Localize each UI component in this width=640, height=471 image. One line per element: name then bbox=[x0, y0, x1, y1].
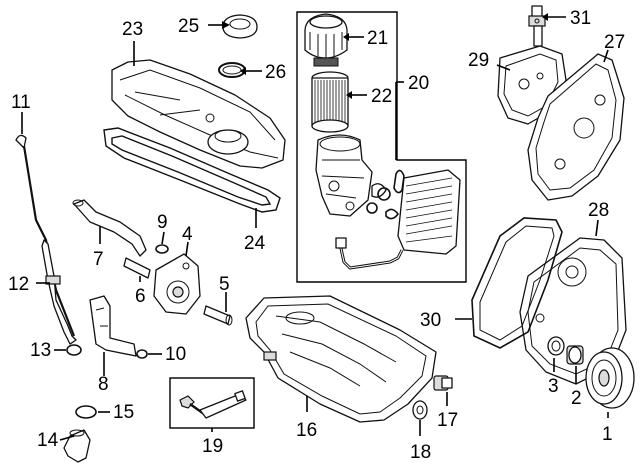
callout-8: 8 bbox=[98, 374, 109, 395]
valve-cover bbox=[111, 59, 286, 169]
callout-2: 2 bbox=[571, 388, 582, 409]
callout-26: 26 bbox=[265, 62, 286, 83]
callout-20: 20 bbox=[408, 73, 429, 94]
callout-27: 27 bbox=[604, 32, 625, 53]
callout-18: 18 bbox=[410, 442, 431, 463]
callout-23: 23 bbox=[122, 19, 143, 40]
tube-o-ring bbox=[66, 344, 82, 356]
callout-12: 12 bbox=[8, 274, 29, 295]
cap-seal-ring bbox=[218, 62, 246, 78]
callout-25: 25 bbox=[178, 16, 199, 37]
oil-pressure-tube bbox=[72, 199, 147, 257]
pump-sleeve bbox=[123, 257, 151, 279]
crank-sprocket bbox=[566, 345, 584, 365]
oil-pump bbox=[153, 253, 201, 315]
dipstick-tube bbox=[41, 239, 77, 345]
callout-22: 22 bbox=[371, 86, 392, 107]
callout-5: 5 bbox=[219, 274, 230, 295]
front-cover-gasket bbox=[471, 217, 563, 349]
callout-28: 28 bbox=[588, 200, 609, 221]
filter-housing-assembly bbox=[315, 134, 461, 270]
pump-bracket bbox=[89, 295, 137, 357]
oil-filler-cap bbox=[222, 14, 258, 39]
callout-11: 11 bbox=[11, 92, 31, 113]
callout-24: 24 bbox=[244, 233, 266, 254]
callout-31: 31 bbox=[570, 8, 591, 29]
callout-15: 15 bbox=[113, 402, 134, 423]
valve-cover-gasket bbox=[103, 127, 281, 213]
filter-housing-cap bbox=[304, 13, 348, 67]
callout-19: 19 bbox=[202, 436, 223, 457]
oil-pickup-elbow bbox=[63, 429, 91, 463]
callout-16: 16 bbox=[296, 420, 317, 441]
oil-filter-group-box bbox=[296, 11, 467, 283]
callout-17: 17 bbox=[437, 410, 458, 431]
oil-pan bbox=[245, 295, 437, 423]
drive-sleeve bbox=[203, 305, 233, 326]
callout-29: 29 bbox=[468, 50, 489, 71]
callout-14: 14 bbox=[37, 430, 59, 451]
tube-seal bbox=[155, 244, 169, 254]
oil-filter-element bbox=[311, 71, 349, 133]
pickup-seal bbox=[75, 405, 97, 419]
drain-plug-washer bbox=[412, 400, 428, 420]
callout-9: 9 bbox=[157, 212, 168, 233]
callout-3: 3 bbox=[548, 376, 559, 397]
callout-30: 30 bbox=[420, 310, 441, 331]
crankshaft-pulley bbox=[585, 347, 635, 409]
callout-6: 6 bbox=[135, 286, 146, 307]
cam-position-sensor bbox=[528, 5, 546, 47]
callout-21: 21 bbox=[367, 28, 388, 49]
crank-front-seal bbox=[547, 336, 565, 356]
callout-13: 13 bbox=[30, 340, 51, 361]
bracket-o-ring bbox=[136, 349, 148, 359]
hardware-kit bbox=[169, 377, 255, 429]
drain-plug bbox=[433, 375, 453, 391]
callout-1: 1 bbox=[602, 424, 613, 445]
callout-4: 4 bbox=[182, 224, 193, 245]
timing-cover bbox=[527, 53, 625, 201]
dipstick bbox=[15, 134, 76, 337]
callout-10: 10 bbox=[165, 344, 186, 365]
callout-7: 7 bbox=[93, 249, 104, 270]
